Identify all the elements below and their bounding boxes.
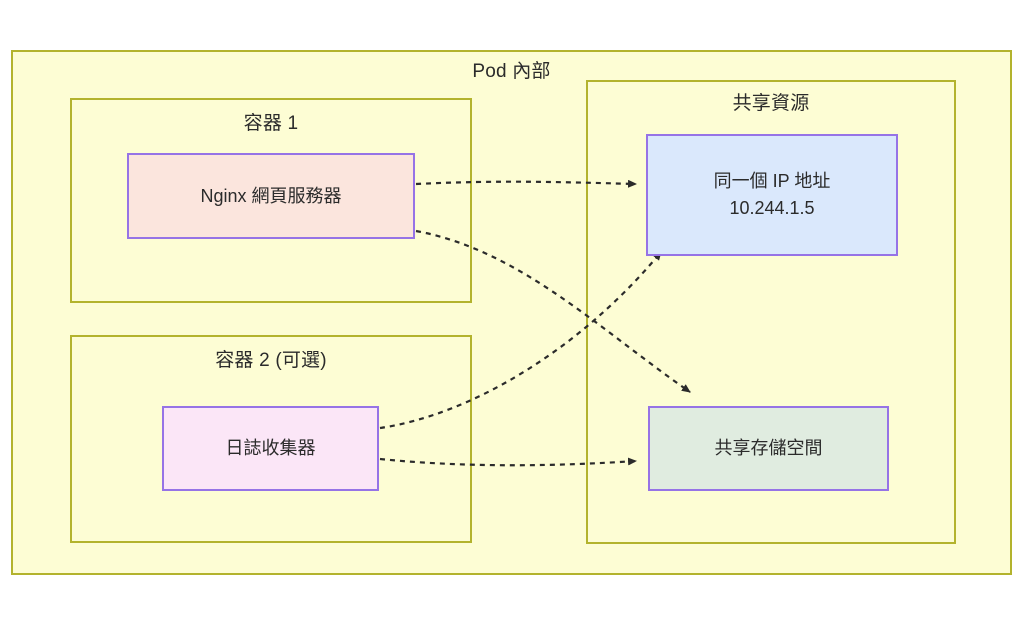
node-shared-ip-label-2: 10.244.1.5 <box>729 198 815 218</box>
node-nginx[interactable]: Nginx 網頁服務器 <box>127 153 415 239</box>
group-container-2-title: 容器 2 (可選) <box>215 350 327 371</box>
node-shared-storage-label-1: 共享存儲空間 <box>714 438 823 458</box>
node-shared-ip[interactable]: 同一個 IP 地址 10.244.1.5 <box>646 134 898 256</box>
group-container-1-title: 容器 1 <box>243 113 299 134</box>
pod-title: Pod 內部 <box>472 61 551 82</box>
group-shared-resources-title: 共享資源 <box>732 93 810 114</box>
node-log-collector-label-1: 日誌收集器 <box>225 438 316 458</box>
node-shared-ip-label-1: 同一個 IP 地址 <box>713 171 831 191</box>
node-log-collector[interactable]: 日誌收集器 <box>162 406 379 491</box>
node-shared-storage[interactable]: 共享存儲空間 <box>648 406 889 491</box>
node-nginx-label-1: Nginx 網頁服務器 <box>200 185 342 206</box>
